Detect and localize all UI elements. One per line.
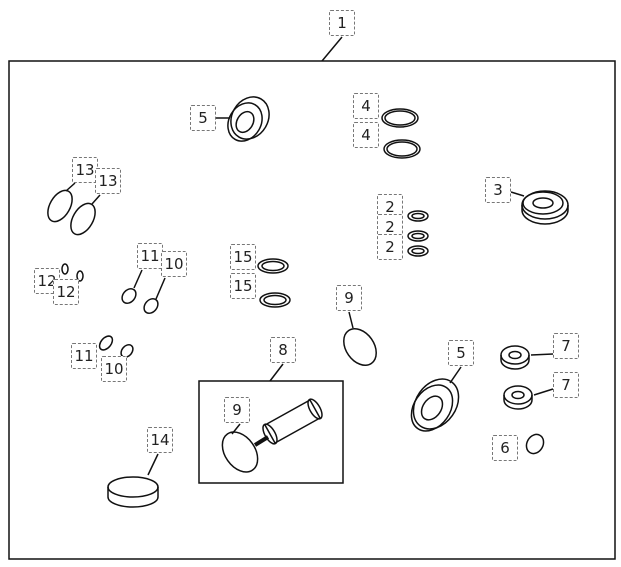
- callout-15: 15: [230, 244, 256, 270]
- callout-6: 6: [492, 435, 518, 461]
- callout-3: 3: [485, 177, 511, 203]
- callout-5: 5: [190, 105, 216, 131]
- callout-15: 15: [230, 273, 256, 299]
- cap-part-14: [107, 453, 159, 508]
- callout-11: 11: [137, 243, 163, 269]
- callout-2: 2: [377, 234, 403, 260]
- kit-frame: [8, 60, 616, 560]
- callout-7: 7: [553, 372, 579, 398]
- callout-13: 13: [72, 157, 98, 183]
- callout-9: 9: [224, 397, 250, 423]
- bearing-part-5: [227, 96, 270, 142]
- callout-14: 14: [147, 427, 173, 453]
- o-ring-parts-11-10: [61, 263, 166, 314]
- leader-line: [321, 36, 343, 62]
- seal-part-7: [500, 345, 554, 410]
- callout-13: 13: [95, 168, 121, 194]
- callout-11: 11: [71, 343, 97, 369]
- o-ring-part-6: [525, 433, 545, 455]
- callout-12: 12: [53, 279, 79, 305]
- o-ring-part-2: [407, 210, 429, 257]
- callout-1: 1: [329, 10, 355, 36]
- shaft-assembly-part-8: [221, 398, 323, 473]
- callout-4: 4: [353, 122, 379, 148]
- callout-4: 4: [353, 93, 379, 119]
- callout-10: 10: [161, 251, 187, 277]
- inset-frame: [198, 380, 344, 484]
- callout-5: 5: [448, 340, 474, 366]
- callout-8: 8: [270, 337, 296, 363]
- callout-9: 9: [336, 285, 362, 311]
- o-ring-part-13: [47, 182, 101, 236]
- seal-part-3: [510, 190, 569, 225]
- callout-10: 10: [101, 356, 127, 382]
- callout-7: 7: [553, 333, 579, 359]
- o-ring-part-4: [381, 108, 421, 159]
- disc-part-9: [343, 328, 377, 366]
- o-ring-part-15: [257, 258, 291, 308]
- bearing-part-5-lower: [410, 366, 462, 432]
- leader-line: [269, 363, 284, 382]
